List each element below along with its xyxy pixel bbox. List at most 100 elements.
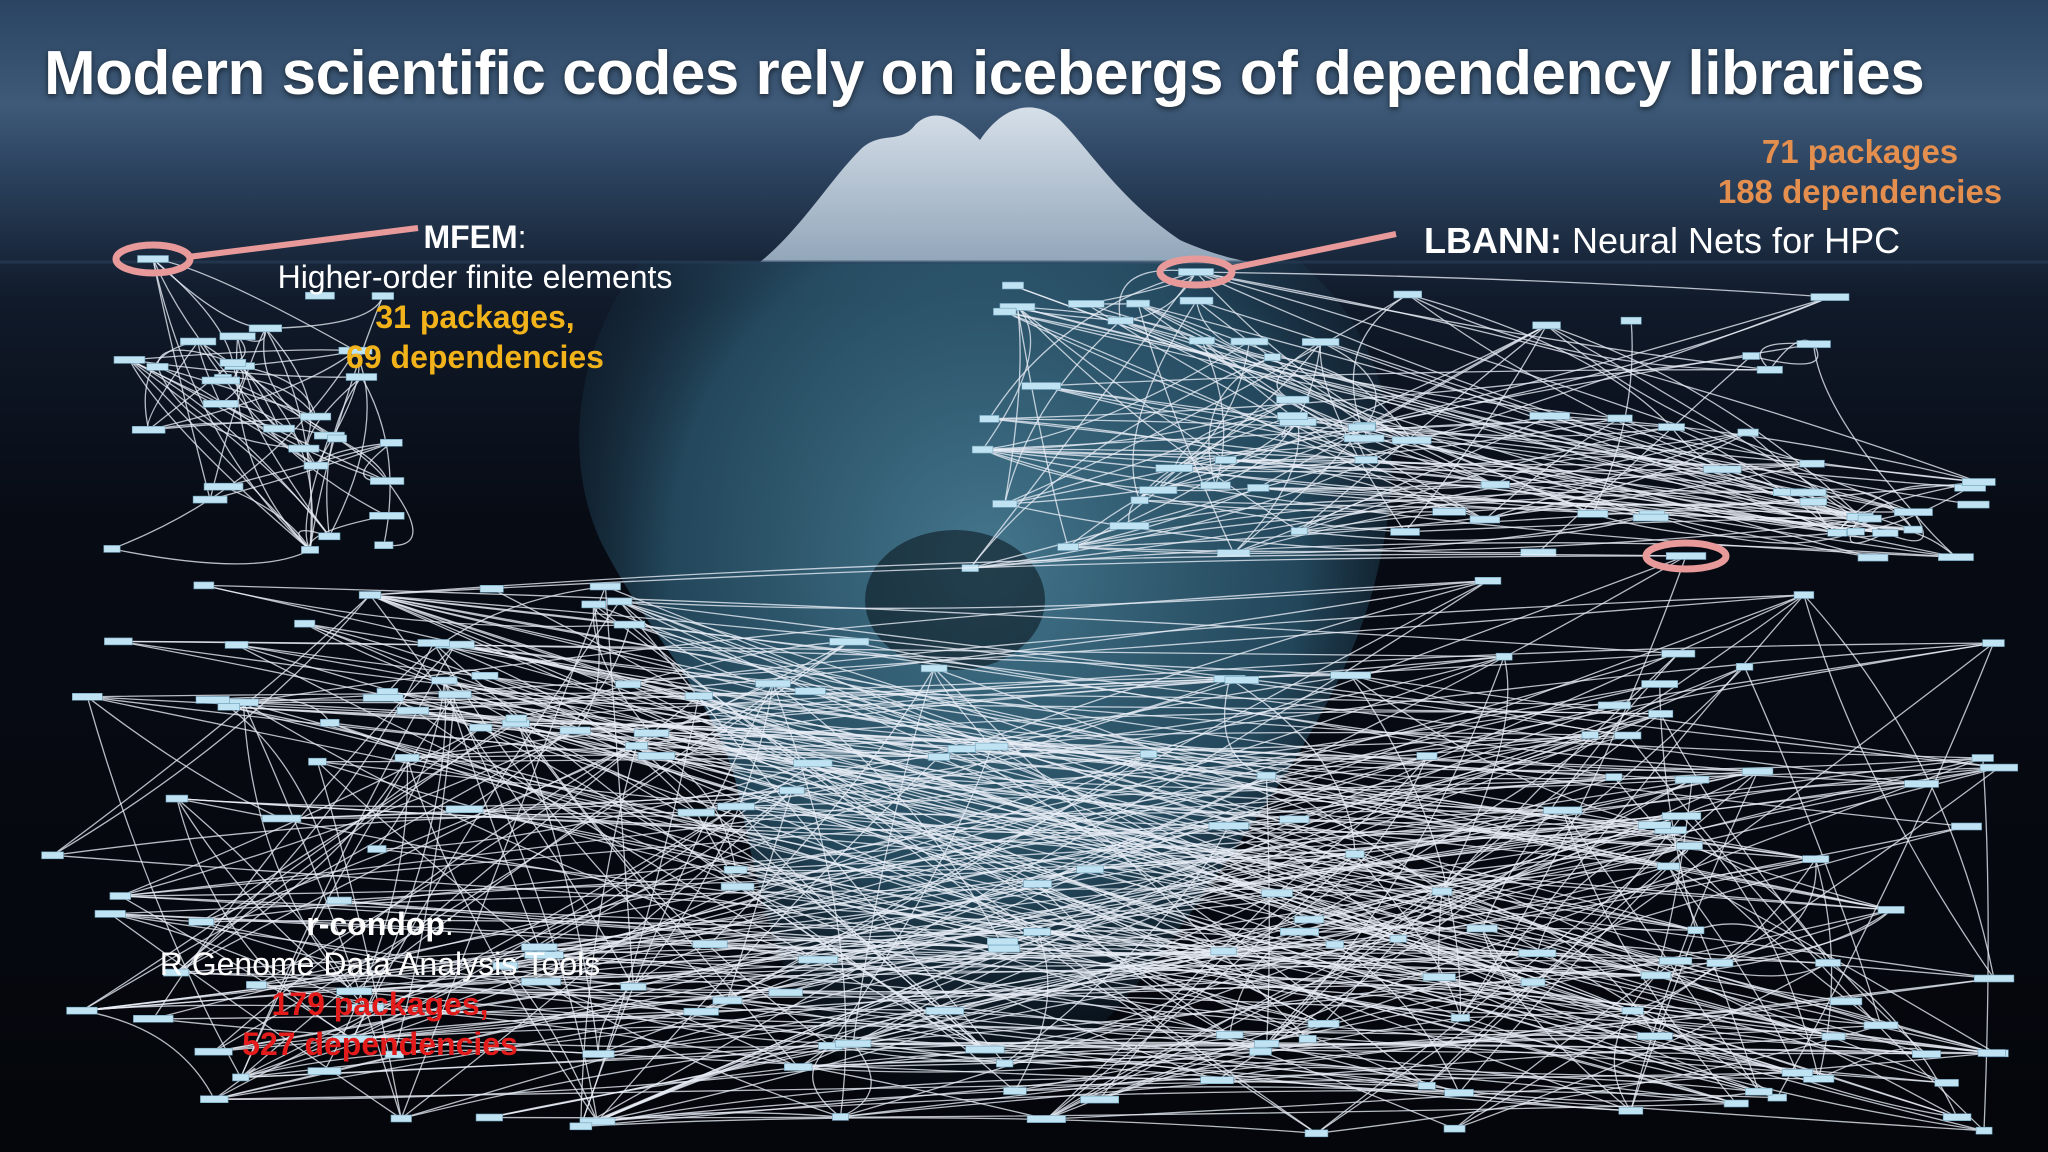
mfem-package-node: [248, 324, 283, 333]
rcondop-package-node: [307, 1067, 342, 1075]
rcondop-edge: [213, 732, 652, 1053]
lbann-package-node: [1857, 553, 1889, 562]
rcondop-package-node: [579, 1117, 616, 1126]
lbann-packages: 71 packages: [1761, 133, 1959, 170]
rcondop-edge: [240, 886, 738, 1079]
rcondop-package-node: [492, 961, 519, 970]
rcondop-edge: [352, 1038, 1427, 1087]
rcondop-edge: [812, 1045, 841, 1118]
lbann-package-node: [993, 307, 1017, 316]
rcondop-package-node: [1389, 934, 1407, 943]
rcondop-edge: [120, 729, 576, 897]
rcondop-edge: [354, 829, 1671, 992]
rcondop-edge: [120, 770, 1758, 897]
rcondop-edge: [853, 1023, 1324, 1054]
lbann-edge: [989, 418, 1861, 518]
rcondop-edge: [201, 919, 1224, 952]
rcondop-edge: [120, 727, 482, 897]
rcondop-package-node: [396, 706, 430, 715]
rcondop-package-node: [974, 742, 1009, 751]
mfem-edge: [236, 336, 280, 430]
rcondop-edge: [597, 1086, 1460, 1123]
lbann-edge: [1195, 271, 1914, 513]
rcondop-edge: [242, 702, 366, 1009]
rcondop-edge: [484, 675, 1947, 1084]
rcondop-edge: [213, 962, 1720, 1053]
lbann-package-node: [1391, 436, 1432, 445]
rcondop-package-node: [1345, 850, 1365, 859]
mfem-package-node: [305, 291, 335, 300]
rcondop-edge: [853, 1042, 1996, 1055]
lbann-edge: [1017, 306, 1203, 342]
mfem-packages: 31 packages,: [375, 299, 575, 335]
rcondop-package-node: [1208, 821, 1249, 830]
lbann-package-node: [1480, 480, 1510, 489]
rcondop-package-node: [996, 1059, 1014, 1068]
lbann-edge: [1067, 421, 1299, 548]
rcondop-name-suffix: :: [444, 906, 454, 942]
rcondop-package-node: [1821, 1032, 1846, 1041]
lbann-edge: [1546, 324, 1861, 518]
rcondop-edge: [454, 693, 1996, 1054]
mfem-name-suffix: :: [517, 219, 527, 255]
lbann-edge: [1157, 324, 1547, 491]
rcondop-package-node: [1781, 1069, 1813, 1077]
lbann-edge: [970, 542, 1957, 569]
rcondop-edge: [1481, 653, 1679, 929]
rcondop-package-node: [1307, 1019, 1340, 1028]
rcondop-package-node: [717, 802, 755, 811]
rcondop-package-node: [326, 896, 352, 905]
rcondop-edge: [240, 960, 1676, 1079]
mfem-package-node: [103, 545, 121, 553]
rcondop-edge: [118, 640, 1351, 676]
rcondop-edge: [1299, 865, 1669, 933]
rcondop-edge: [633, 775, 1267, 988]
mfem-edge: [265, 295, 384, 329]
lbann-edge: [1120, 320, 1861, 518]
rcondop-edge: [304, 623, 517, 724]
rcondop-edge: [1308, 918, 1834, 1038]
rcondop-edge: [1148, 753, 1614, 780]
lbann-edge: [1750, 343, 1819, 365]
rcondop-edge: [1046, 1052, 1992, 1120]
rcondop-edge: [791, 789, 1697, 931]
rcondop-edge: [840, 770, 1758, 1118]
rcondop-edge: [619, 580, 1488, 609]
mfem-edge: [148, 350, 356, 431]
rcondop-caption: r-condop: R Genome Data Analysis Tools 1…: [120, 904, 640, 1064]
rcondop-package-node: [1597, 701, 1631, 710]
rcondop-package-node: [261, 814, 302, 823]
lbann-edge: [1208, 356, 1273, 486]
rcondop-package-node: [438, 690, 472, 699]
rcondop-package-node: [1815, 959, 1841, 967]
lbann-edge: [982, 306, 1032, 450]
lbann-edge: [1836, 481, 1979, 534]
rcondop-edge: [735, 815, 1682, 871]
rcondop-edge: [1827, 962, 1958, 1118]
lbann-package-node: [1200, 481, 1231, 490]
mfem-edge: [156, 349, 234, 367]
rcondop-package-node: [1450, 1014, 1470, 1022]
rcondop-edge: [574, 604, 600, 731]
mfem-package-node: [345, 373, 378, 381]
mfem-edges: [111, 258, 414, 565]
rcondop-edge: [1223, 858, 1816, 952]
rcondop-package-node: [104, 637, 133, 646]
lbann-edge: [1067, 490, 1790, 548]
rcondop-package-node: [620, 983, 647, 991]
rcondop-edge: [1089, 868, 1985, 1132]
iceberg-tip: [760, 107, 1260, 264]
lbann-package-node: [1139, 486, 1178, 494]
rcondop-edge: [86, 696, 242, 1078]
mfem-edge: [360, 376, 391, 546]
rcondop-edge: [236, 644, 1218, 1081]
mfem-package-node: [369, 511, 405, 520]
rcondop-edge: [228, 706, 340, 901]
slide-title: Modern scientific codes rely on icebergs…: [44, 39, 1925, 108]
rcondop-edge: [1228, 666, 1745, 827]
rcondop-package-node: [505, 714, 528, 723]
rcondop-edge: [598, 845, 1690, 1055]
lbann-edge: [1016, 306, 1069, 548]
lbann-edge: [989, 418, 1486, 521]
